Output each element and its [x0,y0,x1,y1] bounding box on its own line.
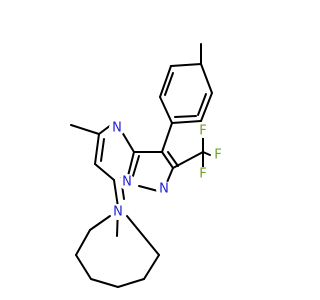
atom-f-top: F [196,124,210,139]
label-n-azepane: N [113,205,123,220]
label-f-top: F [199,124,206,139]
structure-canvas: N N N N F F F [70,43,225,288]
bond-aryl [200,92,213,122]
bond-aryl-pyrazole [161,122,173,153]
bond-pyrimidine [94,163,115,181]
bonds [70,43,213,288]
bond-aryl [159,96,173,124]
bond-azepane [117,278,145,288]
label-n-pyrazole: N [159,182,169,197]
atom-n-azepane: N [110,204,126,220]
bond-pyrimidine [98,124,112,135]
label-f-bottom: F [199,167,206,182]
atom-labels: N N N N F F F [109,120,225,220]
bond-azepane [75,229,91,256]
atom-n-ring-upper: N [109,120,125,136]
bond-aryl [159,65,172,98]
bond-aryl-double [164,72,174,96]
bond-aryl [200,63,213,94]
molecule-structure: N N N N F F F [70,43,225,288]
bond-aryl [170,63,202,67]
bond-aryl-double [174,115,197,118]
bond-azepane [126,215,160,256]
atom-f-right: F [211,148,225,163]
bond-pyrimidine [94,133,100,165]
bond-aryl-double [197,93,207,116]
bond-azepane [143,254,160,280]
atom-n-pyrazole: N [156,181,172,197]
bond-pyrazole-double [132,155,140,177]
label-n-bridge: N [122,175,132,190]
bond-pyrimidine [121,131,135,153]
bond-pyrazole-double [167,151,179,167]
bond-azepane [75,254,92,280]
bond-pyrazole [161,151,174,169]
label-n-ring-upper: N [112,121,122,136]
atom-n-bridge: N [119,174,135,190]
bond-pyrimidine-double [100,138,105,162]
bond-methyl-pyrimidine [70,124,100,135]
bond-azepane [90,278,119,288]
atom-f-bottom: F [196,167,210,182]
bond-pyrimidine [113,179,119,208]
bond-pyrazole [138,185,159,192]
label-f-right: F [214,148,221,163]
bond-cf3 [172,151,204,169]
bond-c-f [202,151,211,156]
bond-azepane [89,215,111,231]
bond-aryl [171,120,202,124]
